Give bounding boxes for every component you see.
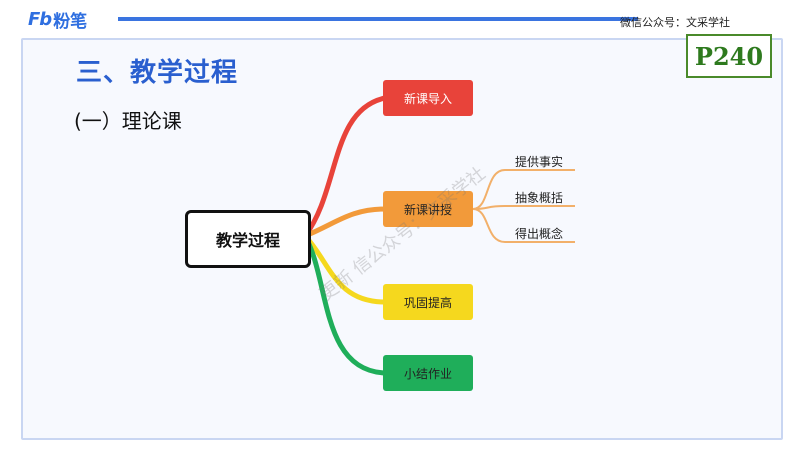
logo-mark: Fb	[28, 8, 52, 30]
sub-title: (一）理论课	[74, 109, 182, 133]
fenbi-logo: Fb 粉笔	[28, 8, 88, 32]
connector-new-lesson-teaching	[302, 206, 388, 239]
branch-consolidation: 巩固提高	[383, 284, 473, 320]
wechat-label: 微信公众号：文采学社	[620, 16, 730, 29]
leaf-provide-facts: 提供事实	[515, 155, 564, 169]
leaf-connector-1	[472, 169, 575, 210]
mindmap-root: 教学过程	[185, 210, 311, 268]
branch-summary-homework: 小结作业	[383, 355, 473, 391]
leaf-connector-3	[472, 208, 575, 243]
connector-summary	[302, 233, 388, 376]
branch-new-lesson-intro: 新课导入	[383, 80, 473, 116]
page-tag: P240	[686, 34, 772, 78]
branch-new-lesson-teaching: 新课讲授	[383, 191, 473, 227]
connector-new-lesson-intro	[302, 95, 388, 239]
header-rule	[118, 17, 638, 21]
connector-consolidation	[302, 233, 388, 305]
leaf-derive-concept: 得出概念	[515, 227, 564, 241]
leaf-connector-2	[472, 205, 575, 210]
logo-text: 粉笔	[53, 11, 88, 32]
leaf-abstract-summary: 抽象概括	[515, 191, 564, 205]
section-title: 三、教学过程	[76, 58, 239, 88]
